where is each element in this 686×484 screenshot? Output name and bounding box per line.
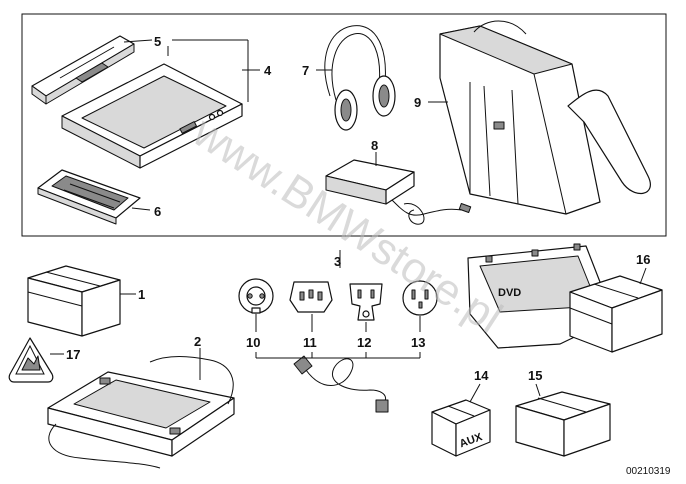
plug-adapter-13: [402, 280, 438, 316]
top-group-frame: [21, 13, 667, 237]
remote-control-part: [37, 169, 141, 225]
power-cord-part: [293, 355, 389, 413]
label-9: 9: [414, 95, 421, 110]
plug-adapter-12: [349, 283, 383, 321]
box-part-15: [515, 391, 611, 457]
label-4: 4: [264, 63, 272, 78]
label-8: 8: [371, 138, 378, 153]
mounting-bracket-part: [47, 356, 235, 469]
label-2: 2: [194, 334, 201, 349]
label-10: 10: [246, 335, 260, 350]
label-16: 16: [636, 252, 650, 267]
plug-adapter-11: [289, 281, 333, 313]
label-11: 11: [303, 335, 317, 350]
label-1: 1: [138, 287, 145, 302]
leader-lines: [50, 39, 647, 403]
label-15: 15: [528, 368, 542, 383]
dvd-marking: DVD: [498, 287, 521, 299]
box-part-16: [569, 275, 663, 353]
box-part-14-aux: AUX: [431, 399, 491, 457]
headphones-part: [324, 25, 396, 131]
warning-sticker-part: [8, 337, 54, 383]
label-7: 7: [302, 63, 309, 78]
label-17: 17: [66, 347, 80, 362]
label-3: 3: [334, 254, 341, 269]
box-part-1: [27, 265, 121, 337]
carrying-bag-part: [439, 20, 651, 215]
label-12: 12: [357, 335, 371, 350]
label-6: 6: [154, 204, 161, 219]
reference-code: 00210319: [626, 466, 671, 477]
plug-adapter-10: [238, 278, 274, 314]
label-5: 5: [154, 34, 161, 49]
label-13: 13: [411, 335, 425, 350]
power-adapter-part: [325, 159, 472, 225]
dvd-screen-part: [61, 63, 243, 169]
speaker-bar-part: [31, 35, 135, 105]
label-14: 14: [474, 368, 489, 383]
